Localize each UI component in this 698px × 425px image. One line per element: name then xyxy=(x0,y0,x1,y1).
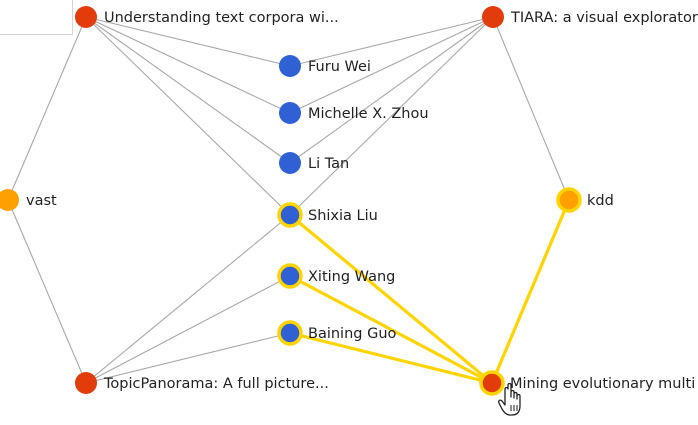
hand-pointer-icon xyxy=(498,382,521,416)
edge-p2-v2 xyxy=(492,16,570,201)
paper-circle[interactable] xyxy=(75,6,97,28)
edges-layer xyxy=(7,16,571,385)
node-label: Xiting Wang xyxy=(308,269,395,285)
author-node-a5[interactable]: Xiting Wang xyxy=(277,263,395,289)
author-circle[interactable] xyxy=(279,102,301,124)
edge-p2-a3 xyxy=(289,16,494,164)
node-label: Furu Wei xyxy=(308,59,371,75)
paper-circle[interactable] xyxy=(75,372,97,394)
paper-node-p3[interactable]: TopicPanorama: A full picture... xyxy=(75,372,329,394)
author-node-a3[interactable]: Li Tan xyxy=(279,152,349,174)
node-label: kdd xyxy=(587,193,614,209)
author-circle[interactable] xyxy=(277,320,303,346)
edge-p1-v1 xyxy=(7,16,87,201)
node-label: Mining evolutionary multi xyxy=(510,376,695,392)
author-circle[interactable] xyxy=(277,202,303,228)
author-circle[interactable] xyxy=(279,55,301,77)
node-label: Li Tan xyxy=(308,156,349,172)
author-circle[interactable] xyxy=(279,152,301,174)
edge-p3-a4 xyxy=(85,214,291,384)
author-node-a2[interactable]: Michelle X. Zhou xyxy=(279,102,429,124)
edge-p1-a3 xyxy=(85,16,291,164)
author-node-a6[interactable]: Baining Guo xyxy=(277,320,397,346)
edge-p1-a2 xyxy=(85,16,291,114)
node-label: vast xyxy=(26,193,57,209)
author-node-a4[interactable]: Shixia Liu xyxy=(277,202,378,228)
node-label: TopicPanorama: A full picture... xyxy=(103,376,329,392)
nodes-layer: Understanding text corpora wi... TIARA: a… xyxy=(0,6,698,396)
edge-p3-v1 xyxy=(7,199,87,384)
edge-p3-a6 xyxy=(85,332,291,384)
venue-node-v2[interactable]: kdd xyxy=(556,187,614,213)
author-circle[interactable] xyxy=(277,263,303,289)
node-label: TIARA: a visual exploratory xyxy=(510,10,698,26)
paper-node-p2[interactable]: TIARA: a visual exploratory xyxy=(482,6,698,28)
highlighted-edge-p4-v2 xyxy=(490,199,571,384)
venue-node-v1[interactable]: vast xyxy=(0,189,57,211)
highlighted-edge-p4-a6 xyxy=(289,331,493,385)
highlighted-edge-p4-a5 xyxy=(289,274,493,385)
paper-node-p1[interactable]: Understanding text corpora wi... xyxy=(75,6,339,28)
node-label: Baining Guo xyxy=(308,326,397,342)
edge-p2-a4 xyxy=(289,16,494,216)
edge-p3-a5 xyxy=(85,275,291,384)
paper-circle[interactable] xyxy=(479,370,505,396)
edge-p1-a1 xyxy=(85,16,291,67)
edge-p2-a2 xyxy=(289,16,494,114)
node-label: Michelle X. Zhou xyxy=(308,106,429,122)
edge-p2-a1 xyxy=(289,16,494,67)
paper-circle[interactable] xyxy=(482,6,504,28)
edge-p1-a4 xyxy=(85,16,291,216)
node-label: Shixia Liu xyxy=(308,208,378,224)
paper-node-p4[interactable]: Mining evolutionary multi xyxy=(479,370,695,396)
node-label: Understanding text corpora wi... xyxy=(104,10,339,26)
panel-corner xyxy=(0,0,73,35)
venue-circle[interactable] xyxy=(0,189,19,211)
author-node-a1[interactable]: Furu Wei xyxy=(279,55,371,77)
highlighted-edge-p4-a4 xyxy=(288,213,494,385)
venue-circle[interactable] xyxy=(556,187,582,213)
